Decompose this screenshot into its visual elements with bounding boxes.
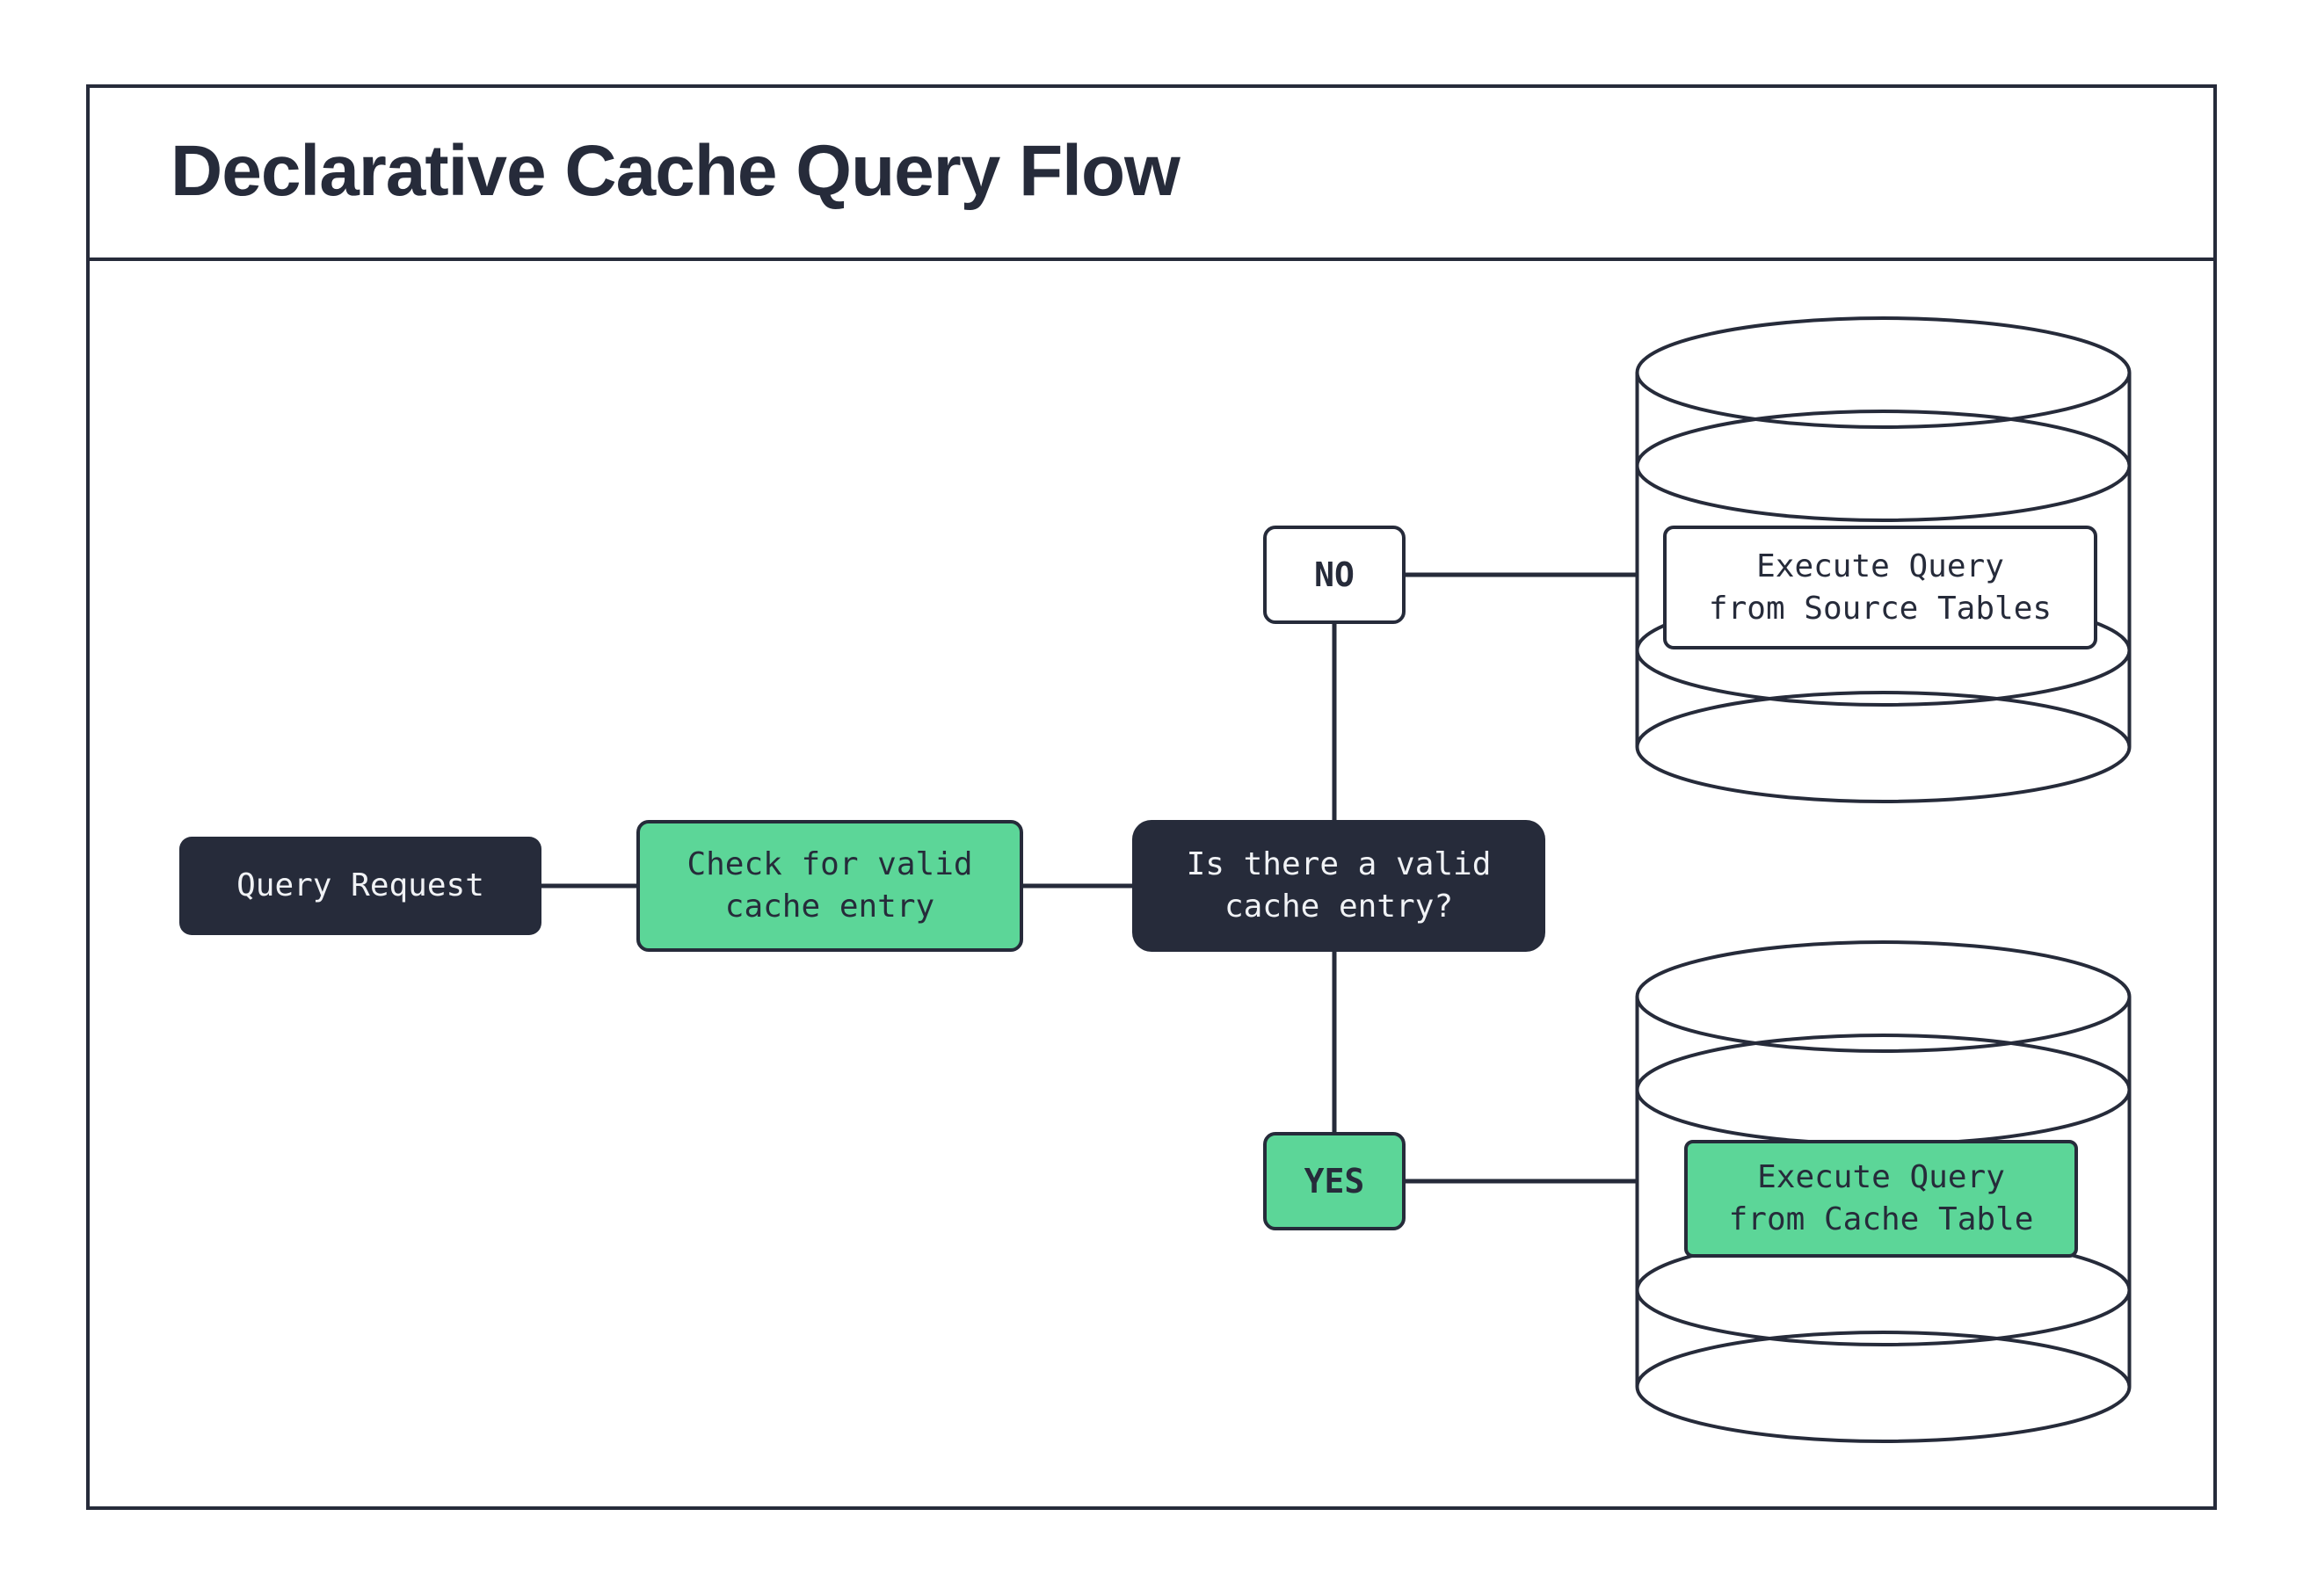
connector-lines [541,572,1637,1184]
cache-db-label-line2: from Cache Table [1728,1201,2034,1237]
yes-branch-label: YES [1304,1162,1365,1201]
source-db-label-line2: from Source Tables [1708,590,2052,627]
diagram-title: Declarative Cache Query Flow [171,130,1181,211]
decision-label-line1: Is there a valid [1186,846,1492,882]
diagram-header: Declarative Cache Query Flow [86,84,2217,261]
query-request-node: Query Request [179,837,541,935]
cache-db-node: Execute Query from Cache Table [1684,1140,2078,1258]
check-cache-node: Check for valid cache entry [636,820,1023,952]
decision-node: Is there a valid cache entry? [1132,820,1545,952]
check-cache-label-line1: Check for valid [687,846,973,882]
query-request-label: Query Request [236,867,484,903]
diagram-frame [86,84,2217,1510]
source-db-node: Execute Query from Source Tables [1663,526,2097,649]
no-branch-node: NO [1263,526,1406,624]
no-branch-label: NO [1314,555,1355,594]
check-cache-label-line2: cache entry [724,889,935,925]
decision-label-line2: cache entry? [1224,889,1454,925]
source-db-label-line1: Execute Query [1756,548,2004,584]
yes-branch-node: YES [1263,1132,1406,1230]
cache-db-label-line1: Execute Query [1757,1159,2005,1195]
